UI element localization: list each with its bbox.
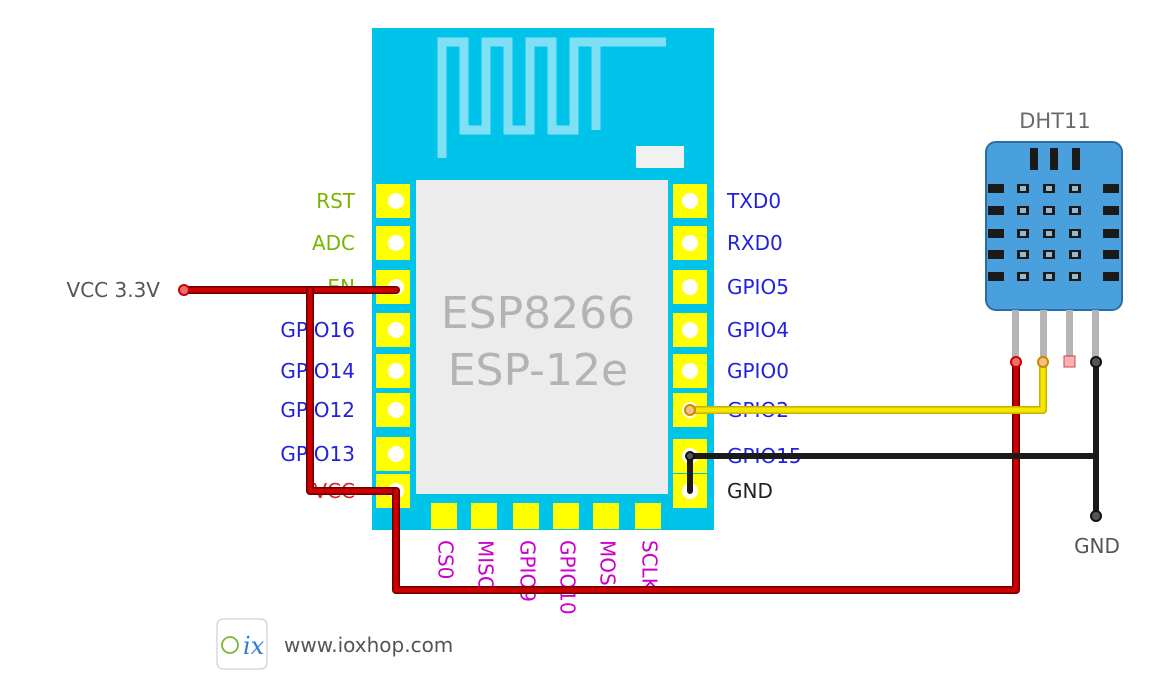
wire-endpoints (178, 284, 1102, 522)
bottom-pin-label: MISO (474, 540, 498, 592)
right-pin-hole (682, 279, 698, 295)
wire-gpio2-data (686, 358, 1047, 414)
right-pin-label: TXD0 (726, 189, 781, 213)
left-pin-hole (388, 193, 404, 209)
left-pin-hole (388, 402, 404, 418)
right-pin-hole (682, 235, 698, 251)
left-pin-label: GPIO13 (280, 442, 355, 466)
bottom-pin-label: CS0 (434, 540, 458, 579)
bottom-pin-label: MOSI (596, 540, 620, 592)
bottom-pin-pad (553, 503, 579, 529)
bottom-pin-pad (431, 503, 457, 529)
left-pin-hole (388, 322, 404, 338)
vcc-source-node (178, 284, 190, 296)
left-pin-label: ADC (312, 231, 355, 255)
antenna-chip (636, 146, 684, 168)
right-pin-label: GND (727, 479, 773, 503)
wire-en-vcc-tie (306, 286, 400, 495)
bottom-pin-label: SCLK (638, 540, 662, 592)
sensor-grille (988, 148, 1119, 281)
footer: ix www.ioxhop.com (216, 618, 453, 670)
module-shield (416, 180, 668, 494)
antenna-trace (437, 37, 666, 158)
left-pin-label: RST (316, 189, 356, 213)
gpio15-node (685, 451, 695, 461)
right-pin-hole (682, 193, 698, 209)
module-title-line2: ESP-12e (448, 345, 628, 396)
footer-url: www.ioxhop.com (284, 633, 453, 657)
right-pin-label: GPIO5 (727, 275, 789, 299)
sensor-name: DHT11 (1019, 109, 1091, 133)
bottom-pin-pad (513, 503, 539, 529)
right-pin-label: RXD0 (727, 231, 783, 255)
gpio2-node (684, 404, 696, 416)
logo-text: ix (243, 632, 265, 660)
right-pin-hole (682, 363, 698, 379)
bottom-pin-label: GPIO10 (556, 540, 580, 615)
gnd-label: GND (1074, 534, 1120, 558)
dht-data-node (1037, 356, 1049, 368)
logo-info-icon (221, 636, 239, 654)
sensor-legs (1012, 310, 1099, 360)
logo-box (216, 618, 268, 670)
left-pin-label: GPIO12 (280, 398, 355, 422)
bottom-pin-pad (471, 503, 497, 529)
dht-gnd-node (1090, 356, 1102, 368)
module-title-line1: ESP8266 (441, 288, 635, 339)
sensor-nc-pin-marker (1063, 355, 1076, 368)
wire-vcc-dht (392, 358, 1020, 594)
bottom-pin-pad (593, 503, 619, 529)
left-pin-label: GPIO16 (280, 318, 355, 342)
esp-module: ESP8266 ESP-12e (372, 28, 714, 530)
left-pin-label: GPIO14 (280, 359, 355, 383)
left-pin-hole (388, 235, 404, 251)
dht11-sensor: DHT11 (985, 109, 1123, 368)
vcc-label: VCC 3.3V (67, 278, 161, 302)
left-pin-hole (388, 363, 404, 379)
right-pin-label: GPIO4 (727, 318, 789, 342)
right-pin-label: GPIO0 (727, 359, 789, 383)
dht-vcc-node (1010, 356, 1022, 368)
gnd-node (1090, 510, 1102, 522)
left-pin-hole (388, 446, 404, 462)
right-pin-hole (682, 322, 698, 338)
bottom-pin-pad (635, 503, 661, 529)
